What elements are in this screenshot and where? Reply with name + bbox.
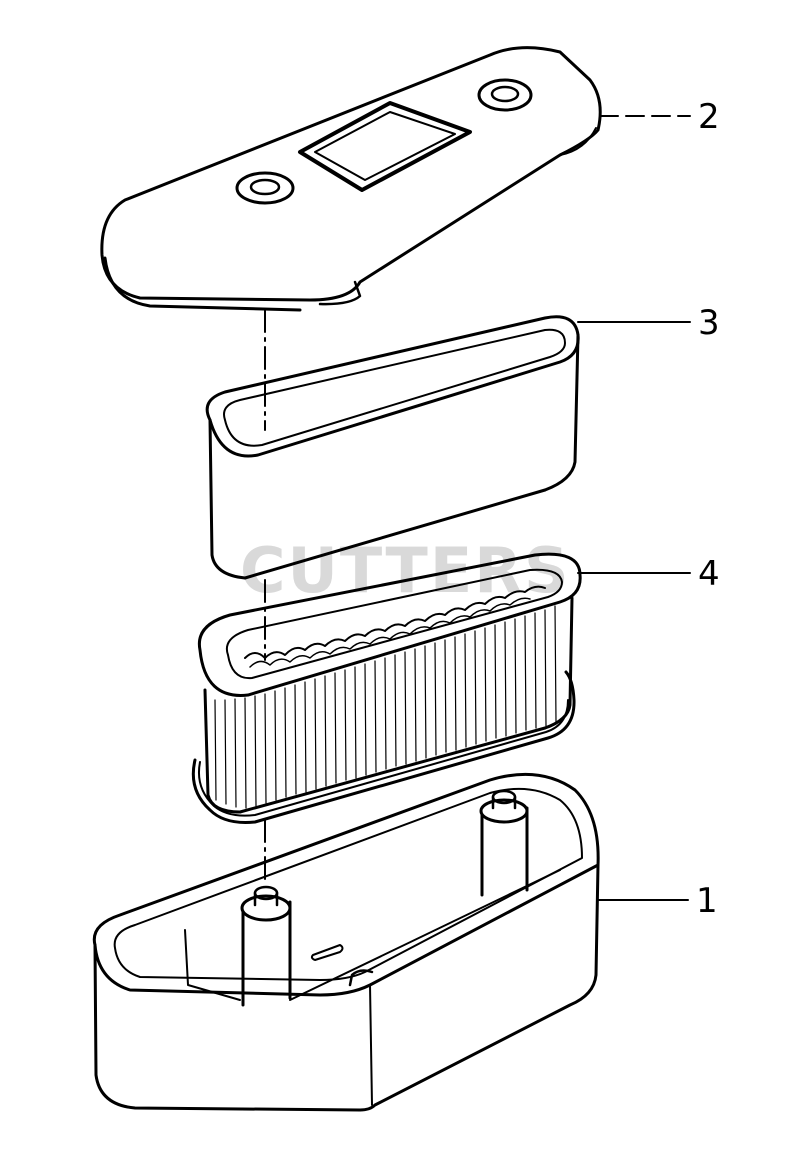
callout-number-cover: 2 [698,97,720,137]
base-part [92,772,600,1112]
watermark: CUTTERS [240,534,571,607]
callout-number-base: 1 [696,881,718,921]
callout-number-pre-cleaner: 3 [698,303,720,343]
filter-cartridge-part [191,552,582,824]
pre-cleaner-part [205,315,580,580]
cover-part [100,46,602,312]
callout-number-filter-cartridge: 4 [698,554,720,594]
callout-leaders [577,115,691,901]
